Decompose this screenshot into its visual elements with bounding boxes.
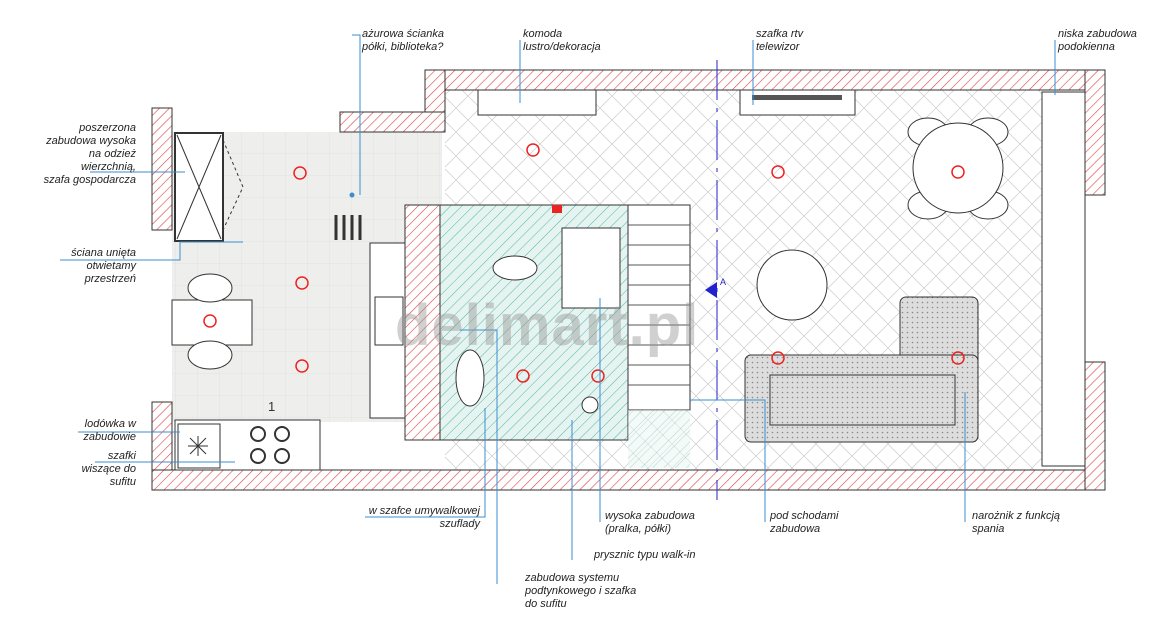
sink <box>374 296 404 346</box>
ceiling-lights <box>203 143 965 383</box>
toilet <box>492 255 538 281</box>
dining-table <box>907 117 1009 220</box>
label-umywalka: w szafce umywalkowej szuflady <box>368 505 480 530</box>
leader-lines <box>60 34 1056 584</box>
walls <box>151 69 1106 491</box>
label-azurowa: ażurowa ścianka półki, biblioteka? <box>362 28 444 53</box>
label-sciana: ściana unięta otwietamy przestrzeń <box>71 247 136 285</box>
kitchen-table <box>171 299 253 346</box>
shower-drain <box>581 396 599 414</box>
label-szafka-rtv: szafka rtv telewizor <box>756 28 804 53</box>
label-naroznik: narożnik z funkcją spania <box>972 510 1061 535</box>
section-arrow-icon <box>705 282 717 298</box>
coffee-table <box>756 249 828 321</box>
label-wysoka-zabudowa: wysoka zabudowa (pralka, półki) <box>605 510 695 535</box>
kitchen-mark: 1 <box>268 399 275 414</box>
washbasin <box>455 349 485 407</box>
label-poszerzona: poszerzona zabudowa wysoka na odzież wie… <box>43 122 136 186</box>
watermark: delimart.pl <box>395 293 700 358</box>
stairs <box>627 204 691 411</box>
cooktop <box>250 426 290 464</box>
washing-machine <box>561 227 621 309</box>
window-bench <box>1041 91 1086 467</box>
tv-cabinet <box>739 89 856 116</box>
corner-sofa <box>744 296 979 443</box>
label-komoda: komoda lustro/dekoracja <box>523 28 601 53</box>
label-lodowka: lodówka w zabudowie <box>83 418 136 443</box>
label-pod-schodami: pod schodami zabudowa <box>770 510 839 535</box>
section-marker: A <box>720 277 726 287</box>
label-niska-zabudowa: niska zabudowa podokienna <box>1058 28 1137 53</box>
label-szafki: szafki wiszące do sufitu <box>81 450 136 488</box>
dresser <box>477 89 597 116</box>
label-prysznic: prysznic typu walk-in <box>594 549 696 561</box>
label-podtynkowy: zabudowa systemu podtynkowego i szafka d… <box>525 572 637 610</box>
